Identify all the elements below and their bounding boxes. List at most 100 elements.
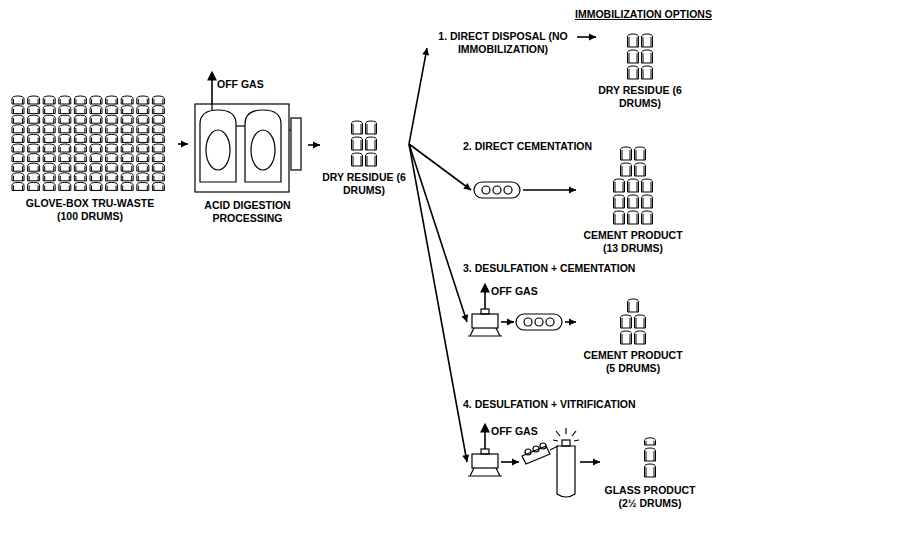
- arrow-head: [593, 459, 600, 466]
- drum-icon: [635, 163, 646, 176]
- drum-icon: [90, 125, 102, 133]
- drum-icon: [352, 153, 363, 166]
- drum-icon: [628, 34, 639, 47]
- drum-icon: [74, 154, 86, 162]
- drum-icon: [121, 134, 133, 142]
- drum-icon: [642, 34, 653, 47]
- drum-group: ACID DIGESTION PROCESSING: [190, 93, 305, 225]
- drum-icon: [59, 144, 71, 152]
- drum-icon: [106, 163, 118, 171]
- drum-icon: [645, 464, 656, 477]
- drum-icon: [106, 134, 118, 142]
- drum-icon: [59, 154, 71, 162]
- drum-icon: [43, 115, 55, 123]
- node-caption: GLOVE-BOX TRU-WASTE (100 DRUMS): [15, 197, 165, 223]
- drum-icon: [152, 106, 164, 114]
- drum-icon: [43, 106, 55, 114]
- drum-icon: [43, 144, 55, 152]
- drum-icon: [628, 66, 639, 79]
- drum-icon: [106, 96, 118, 104]
- arrow-line: [523, 189, 576, 191]
- drum-icon: [137, 182, 149, 190]
- drum-icon: [59, 115, 71, 123]
- drum-group: DRY RESIDUE (6 DRUMS): [598, 32, 682, 110]
- vitrification-unit: [522, 428, 579, 497]
- drum-icon: [645, 438, 656, 445]
- node-caption: CEMENT PRODUCT (5 DRUMS): [578, 349, 688, 375]
- drum-icon: [642, 195, 653, 208]
- drum-icon: [106, 154, 118, 162]
- drum-icon: [137, 106, 149, 114]
- drum-icon: [106, 106, 118, 114]
- arrow-line: [409, 144, 467, 462]
- drum-icon: [12, 173, 24, 181]
- drum-icon: [43, 182, 55, 190]
- drum-icon: [152, 182, 164, 190]
- node-caption: CEMENT PRODUCT (13 DRUMS): [578, 229, 688, 255]
- arrow-head: [181, 141, 188, 148]
- drum-icon: [74, 106, 86, 114]
- drum-icon: [137, 134, 149, 142]
- drum-icon: [366, 153, 377, 166]
- drum-icon: [366, 121, 377, 134]
- drum-icon: [137, 115, 149, 123]
- drum-icon: [28, 173, 40, 181]
- arrow-head: [589, 34, 596, 41]
- drum-icon: [642, 66, 653, 79]
- cement-mixer: [516, 314, 562, 330]
- drum-icon: [352, 137, 363, 150]
- drum-icon: [12, 144, 24, 152]
- drum-icon: [621, 147, 632, 160]
- drum-icon: [106, 115, 118, 123]
- drum-icon: [90, 96, 102, 104]
- drum-icon: [12, 154, 24, 162]
- drum-icon: [59, 134, 71, 142]
- drum-icon: [59, 96, 71, 104]
- drum-icon: [137, 125, 149, 133]
- arrow-head: [313, 142, 320, 149]
- drum-icon: [28, 182, 40, 190]
- drum-icon: [12, 96, 24, 104]
- drum-icon: [12, 106, 24, 114]
- drum-icon: [121, 106, 133, 114]
- drum-icon: [152, 144, 164, 152]
- drum-icon: [28, 144, 40, 152]
- drum-icon: [152, 163, 164, 171]
- node-caption: GLASS PRODUCT (2½ DRUMS): [602, 484, 698, 510]
- drum-icon: [74, 96, 86, 104]
- arrow-line: [409, 144, 467, 322]
- drum-icon: [59, 173, 71, 181]
- flow-arrow: [409, 144, 576, 326]
- drum-icon: [121, 182, 133, 190]
- drum-icon: [628, 211, 639, 224]
- cement-mixer: [474, 182, 520, 198]
- drum-icon: [621, 331, 632, 344]
- drum-icon: [137, 154, 149, 162]
- option-label: 2. DIRECT CEMENTATION: [462, 140, 593, 153]
- drum-icon: [137, 163, 149, 171]
- drum-icon: [90, 106, 102, 114]
- drum-icon: [635, 147, 646, 160]
- drum-icon: [152, 154, 164, 162]
- drum-icon: [43, 134, 55, 142]
- drum-icon: [152, 134, 164, 142]
- option-label: 1. DIRECT DISPOSAL (NO IMMOBILIZATION): [432, 30, 574, 56]
- drum-icon: [74, 182, 86, 190]
- flow-arrow: [409, 144, 600, 466]
- arrow-head: [569, 319, 576, 326]
- drum-icon: [43, 96, 55, 104]
- drum-icon: [43, 173, 55, 181]
- drum-icon: [366, 137, 377, 150]
- acid-digestion-vessels: [195, 72, 301, 192]
- drum-icon: [352, 121, 363, 134]
- arrow-head: [507, 319, 514, 326]
- drum-icon: [90, 115, 102, 123]
- drum-icon: [59, 182, 71, 190]
- drum-icon: [28, 96, 40, 104]
- drum-icon: [635, 315, 646, 328]
- drum-icon: [614, 195, 625, 208]
- node-caption: ACID DIGESTION PROCESSING: [190, 199, 305, 225]
- drum-icon: [621, 163, 632, 176]
- drum-icon: [121, 154, 133, 162]
- drum-icon: [106, 125, 118, 133]
